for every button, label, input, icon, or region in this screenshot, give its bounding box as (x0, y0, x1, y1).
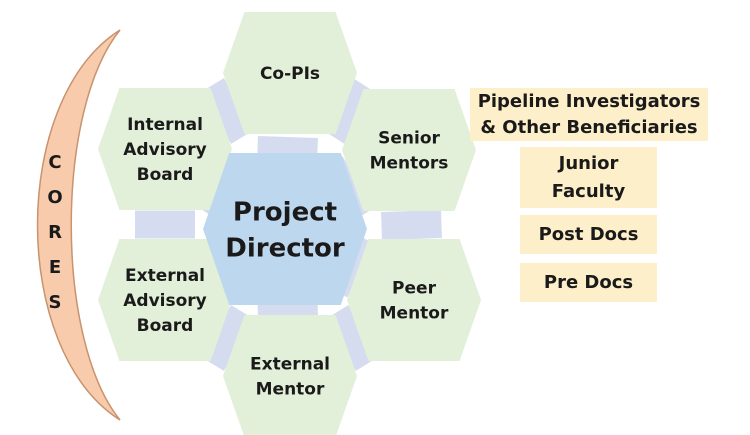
post-docs-label: Post Docs (538, 223, 639, 245)
cores-letter: C (48, 152, 61, 173)
pre-docs-label: Pre Docs (543, 271, 634, 293)
pipeline-line-1: Pipeline Investigators (477, 90, 701, 112)
hex-external-advisory-board-shape (98, 239, 232, 361)
post-docs-box: Post Docs (520, 215, 657, 254)
hex-external-advisory-board-label: Board (137, 316, 194, 336)
hex-internal-advisory-board-label: Internal (127, 115, 203, 135)
cores-letter: R (48, 222, 62, 243)
hex-peer-mentor-label: Mentor (380, 304, 449, 324)
hex-external-advisory-board-label: Advisory (123, 291, 207, 311)
hex-project-director-label: Director (225, 233, 345, 263)
pre-docs-box: Pre Docs (520, 263, 657, 302)
hex-senior-mentors-label: Senior (378, 129, 440, 149)
hex-external-mentor-shape (223, 315, 357, 435)
connector (199, 78, 256, 144)
cores-letter: O (47, 187, 62, 208)
connector (199, 305, 256, 371)
hex-internal-advisory-board-shape (98, 88, 232, 210)
hex-co-pis-label: Co-PIs (260, 64, 320, 84)
connector (381, 210, 442, 240)
hex-external-advisory-board-label: External (125, 266, 205, 286)
cores-letter: S (49, 292, 62, 313)
hex-external-mentor-label: External (250, 355, 330, 375)
connector (324, 305, 380, 371)
hex-project-director-shape (203, 153, 367, 305)
junior-faculty-line-2: Faculty (551, 180, 626, 202)
hex-project-director-label: Project (233, 197, 337, 227)
junior-faculty-box: Junior Faculty (520, 147, 657, 208)
pipeline-line-2: & Other Beneficiaries (480, 116, 698, 138)
hexagons: Co-PIsInternalAdvisoryBoardSeniorMentors… (98, 12, 481, 435)
cores-letter: E (49, 257, 61, 278)
hex-peer-mentor-label: Peer (392, 279, 437, 299)
hex-internal-advisory-board-label: Board (137, 165, 194, 185)
pipeline-investigators-box: Pipeline Investigators & Other Beneficia… (470, 88, 708, 141)
hex-senior-mentors-shape (342, 89, 476, 211)
cores-crescent (36, 29, 121, 421)
connector (135, 210, 195, 239)
hex-internal-advisory-board-label: Advisory (123, 140, 207, 160)
junior-faculty-line-1: Junior (558, 152, 619, 174)
hex-senior-mentors-label: Mentors (370, 154, 449, 174)
hex-co-pis-shape (223, 12, 357, 134)
hex-peer-mentor-shape (347, 239, 481, 361)
hex-external-mentor-label: Mentor (256, 380, 325, 400)
hex-co-pis: Co-PIs (223, 12, 357, 134)
